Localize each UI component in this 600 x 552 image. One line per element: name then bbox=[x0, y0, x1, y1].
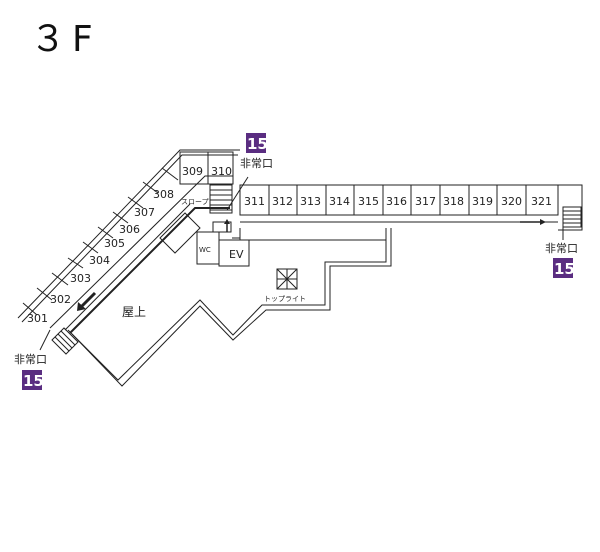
room-319: 319 bbox=[472, 195, 493, 208]
toplight-label: トップライト bbox=[264, 295, 306, 303]
room-307: 307 bbox=[134, 206, 155, 219]
room-320: 320 bbox=[501, 195, 522, 208]
roof-label: 屋上 bbox=[122, 305, 146, 319]
room-311: 311 bbox=[244, 195, 265, 208]
exit-top: 15 非常口 bbox=[240, 133, 273, 170]
wc-label: WC bbox=[199, 246, 211, 254]
room-318: 318 bbox=[443, 195, 464, 208]
room-313: 313 bbox=[300, 195, 321, 208]
room-301: 301 bbox=[27, 312, 48, 325]
exit-label: 非常口 bbox=[545, 242, 578, 255]
room-309: 309 bbox=[182, 165, 203, 178]
room-315: 315 bbox=[358, 195, 379, 208]
exit-badge bbox=[22, 370, 42, 390]
room-317: 317 bbox=[415, 195, 436, 208]
room-303: 303 bbox=[70, 272, 91, 285]
exit-label: 非常口 bbox=[14, 353, 47, 366]
floor-label: ３F bbox=[30, 19, 99, 60]
exit-left: 非常口 15 bbox=[14, 353, 47, 390]
room-308: 308 bbox=[153, 188, 174, 201]
room-316: 316 bbox=[386, 195, 407, 208]
slope-label: スロープ bbox=[181, 198, 209, 206]
room-304: 304 bbox=[89, 254, 110, 267]
exit-badge-number: 15 bbox=[23, 372, 44, 390]
room-314: 314 bbox=[329, 195, 350, 208]
exit-badge bbox=[246, 133, 266, 153]
room-310: 310 bbox=[211, 165, 232, 178]
exit-badge bbox=[553, 258, 573, 278]
exit-label: 非常口 bbox=[240, 157, 273, 170]
room-321: 321 bbox=[531, 195, 552, 208]
ev-label: EV bbox=[229, 248, 244, 261]
exit-badge-number: 15 bbox=[554, 260, 575, 278]
exit-badge-number: 15 bbox=[247, 135, 268, 153]
exit-right: 非常口 15 bbox=[545, 242, 578, 278]
room-305: 305 bbox=[104, 237, 125, 250]
room-312: 312 bbox=[272, 195, 293, 208]
room-302: 302 bbox=[50, 293, 71, 306]
room-306: 306 bbox=[119, 223, 140, 236]
